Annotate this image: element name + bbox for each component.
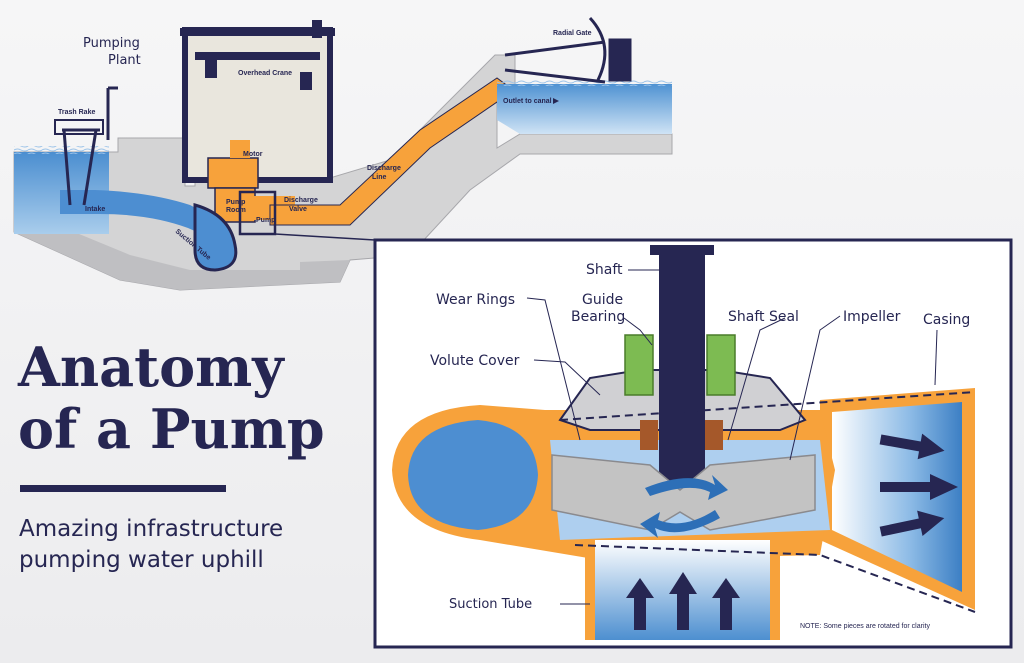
arrow-up-icon bbox=[626, 572, 740, 630]
subtitle-line1: Amazing infrastructure bbox=[19, 516, 284, 542]
label-intake: Intake bbox=[85, 206, 105, 213]
label-motor: Motor bbox=[243, 151, 263, 158]
pump-detail-section: Shaft Wear Rings Guide Bearing Shaft Sea… bbox=[373, 238, 1013, 649]
label-impeller: Impeller bbox=[843, 309, 901, 325]
label-guide-bearing-1: Guide bbox=[582, 292, 623, 308]
label-pump-room-1: Pump bbox=[226, 199, 245, 206]
outlet-canal-water bbox=[497, 84, 672, 134]
shaft-seal bbox=[640, 420, 723, 450]
rotation-arrow-icon bbox=[640, 475, 728, 538]
label-shaft-seal: Shaft Seal bbox=[728, 309, 799, 325]
plant-motor-assembly bbox=[207, 140, 295, 223]
plant-title-line2: Plant bbox=[108, 53, 141, 68]
label-trash-rake: Trash Rake bbox=[58, 109, 95, 116]
volute-water bbox=[408, 420, 538, 530]
title-divider bbox=[20, 485, 226, 492]
subtitle: Amazing infrastructure pumping water uph… bbox=[19, 514, 283, 576]
trash-rake bbox=[62, 86, 118, 206]
label-suction-tube-detail: Suction Tube bbox=[449, 597, 532, 612]
label-casing: Casing bbox=[923, 312, 970, 328]
page-title-line1: Anatomy bbox=[18, 335, 284, 399]
plant-ground-lower bbox=[14, 222, 350, 290]
arrow-right-icon bbox=[553, 98, 559, 104]
page-title-line2: of a Pump bbox=[18, 397, 325, 461]
label-wear-rings: Wear Rings bbox=[436, 292, 515, 308]
label-discharge-line-2: Line bbox=[372, 174, 386, 181]
note-rotated-pieces: NOTE: Some pieces are rotated for clarit… bbox=[800, 623, 930, 630]
leader-lines bbox=[526, 269, 938, 605]
label-outlet-to-canal: Outlet to canal bbox=[503, 98, 552, 105]
label-volute-cover: Volute Cover bbox=[430, 353, 520, 369]
label-shaft: Shaft bbox=[586, 262, 623, 278]
page-title: Anatomy of a Pump bbox=[18, 336, 325, 460]
label-guide-bearing-2: Bearing bbox=[571, 309, 625, 325]
casing-dashed-outline bbox=[559, 391, 976, 613]
pumping-plant-section: Pumping Plant Trash Rake Overhead Crane … bbox=[13, 16, 673, 291]
label-discharge-valve-2: Valve bbox=[289, 206, 307, 213]
radial-gate bbox=[504, 16, 632, 84]
intake-water bbox=[14, 146, 215, 240]
label-pump: Pump bbox=[256, 217, 275, 224]
plant-suction-tube bbox=[193, 203, 238, 272]
label-discharge-valve-1: Discharge bbox=[284, 197, 318, 204]
arrow-right-icon bbox=[879, 433, 958, 537]
pump-room-box bbox=[238, 190, 277, 236]
label-pump-room-2: Room bbox=[226, 207, 246, 214]
label-overhead-crane: Overhead Crane bbox=[238, 70, 292, 77]
plant-title-line1: Pumping bbox=[83, 36, 140, 51]
label-discharge-line-1: Discharge bbox=[367, 165, 401, 172]
subtitle-line2: pumping water uphill bbox=[19, 547, 264, 573]
guide-bearing bbox=[624, 334, 736, 396]
shaft bbox=[659, 245, 705, 485]
label-radial-gate: Radial Gate bbox=[553, 30, 592, 37]
